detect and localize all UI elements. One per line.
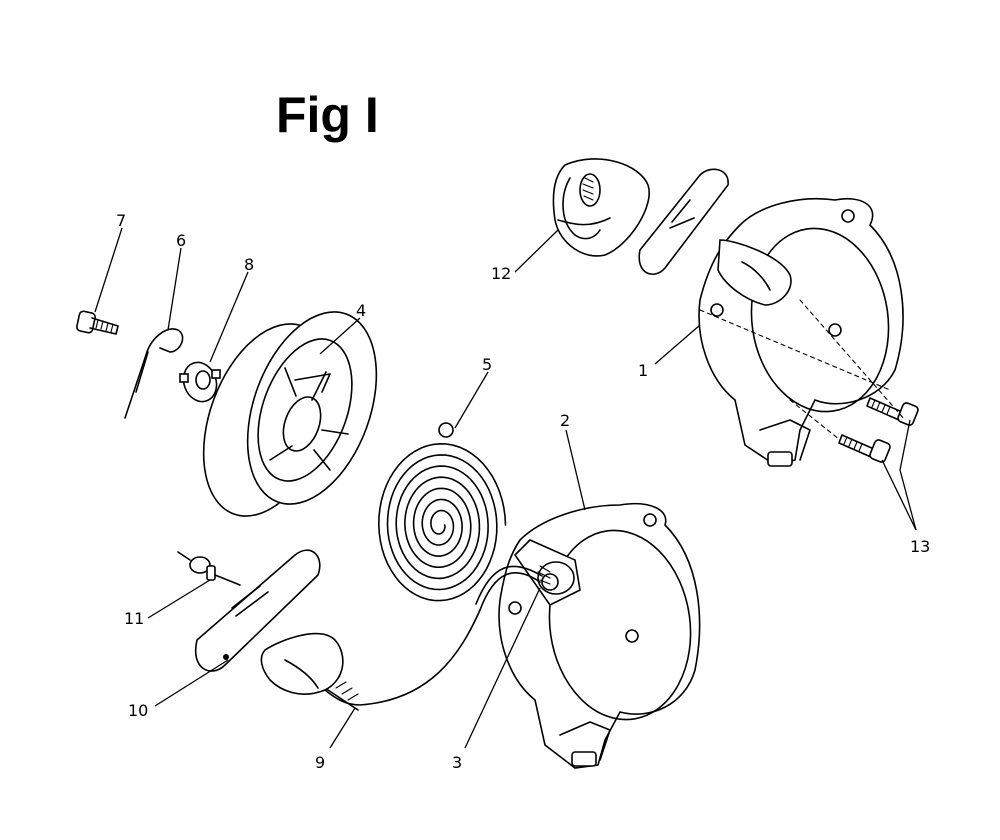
part-handle	[194, 549, 344, 695]
callout-12: 12	[491, 264, 511, 283]
callout-11: 11	[124, 609, 144, 628]
callout-1: 1	[638, 361, 648, 380]
callout-9: 9	[315, 753, 325, 772]
part-washer	[179, 361, 221, 403]
part-mounting-screws	[699, 299, 919, 463]
callout-5: 5	[482, 355, 492, 374]
part-knot-pin	[177, 551, 241, 586]
part-recoil-spring	[378, 422, 507, 602]
callout-13: 13	[910, 537, 930, 556]
callout-3: 3	[452, 753, 462, 772]
part-starter-assembly	[638, 168, 904, 467]
callout-2: 2	[560, 411, 570, 430]
callout-labels: 7 6 8 4 5 12 1 2 13 11 10 9 3	[116, 211, 930, 772]
part-pulley	[202, 311, 378, 517]
part-starter-housing	[498, 502, 701, 769]
figure-title: Fig I	[276, 87, 379, 143]
leader-lines	[94, 227, 917, 749]
part-screw	[76, 310, 119, 335]
part-spring-clip	[124, 328, 184, 419]
callout-4: 4	[356, 301, 366, 320]
callout-7: 7	[116, 211, 126, 230]
callout-10: 10	[128, 701, 148, 720]
callout-6: 6	[176, 231, 186, 250]
part-cap	[552, 158, 650, 257]
callout-8: 8	[244, 255, 254, 274]
